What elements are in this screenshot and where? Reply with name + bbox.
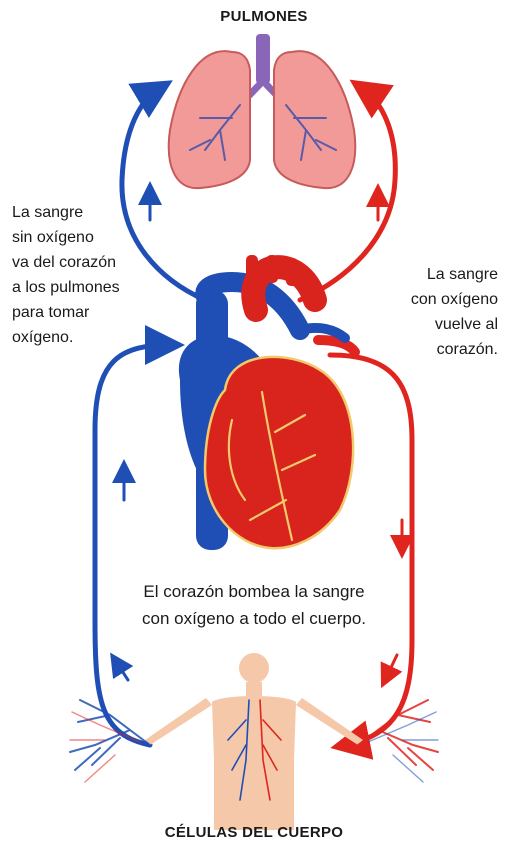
right-caption-line: con oxígeno bbox=[410, 291, 498, 308]
left-arm bbox=[145, 698, 212, 745]
lungs-label: PULMONES bbox=[220, 8, 308, 25]
left-caption: La sangre sin oxígeno va del corazón a l… bbox=[12, 200, 162, 350]
right-caption: La sangre con oxígeno vuelve al corazón. bbox=[390, 262, 498, 362]
left-caption-line: para tomar bbox=[12, 304, 90, 321]
right-caption-line: corazón. bbox=[436, 341, 498, 358]
torso bbox=[212, 696, 296, 830]
heart-body bbox=[203, 355, 355, 550]
left-caption-line: va del corazón bbox=[12, 254, 117, 271]
center-caption-line: El corazón bombea la sangre bbox=[143, 582, 365, 601]
lungs bbox=[167, 34, 357, 190]
left-caption-line: a los pulmones bbox=[12, 279, 120, 296]
center-caption-line: con oxígeno a todo el cuerpo. bbox=[142, 609, 366, 628]
blue-pathways bbox=[92, 80, 208, 748]
right-caption-line: vuelve al bbox=[434, 316, 498, 333]
human-body bbox=[69, 653, 439, 830]
head bbox=[239, 653, 269, 683]
red-small-arrows bbox=[366, 183, 414, 689]
body-cells-label: CÉLULAS DEL CUERPO bbox=[164, 824, 344, 841]
heart bbox=[178, 255, 360, 550]
trachea bbox=[256, 34, 270, 84]
center-caption: El corazón bombea la sangre con oxígeno … bbox=[104, 578, 404, 632]
left-caption-line: sin oxígeno bbox=[12, 229, 94, 246]
blue-small-arrows bbox=[110, 181, 162, 682]
left-caption-line: La sangre bbox=[12, 204, 84, 221]
blue-to-lungs bbox=[119, 80, 208, 303]
right-lung bbox=[273, 50, 357, 190]
right-arm bbox=[296, 698, 363, 745]
right-caption-line: La sangre bbox=[426, 266, 498, 283]
blue-from-body bbox=[92, 325, 185, 748]
left-lung bbox=[167, 50, 251, 190]
left-caption-line: oxígeno. bbox=[12, 329, 74, 346]
red-from-lungs bbox=[297, 79, 398, 303]
